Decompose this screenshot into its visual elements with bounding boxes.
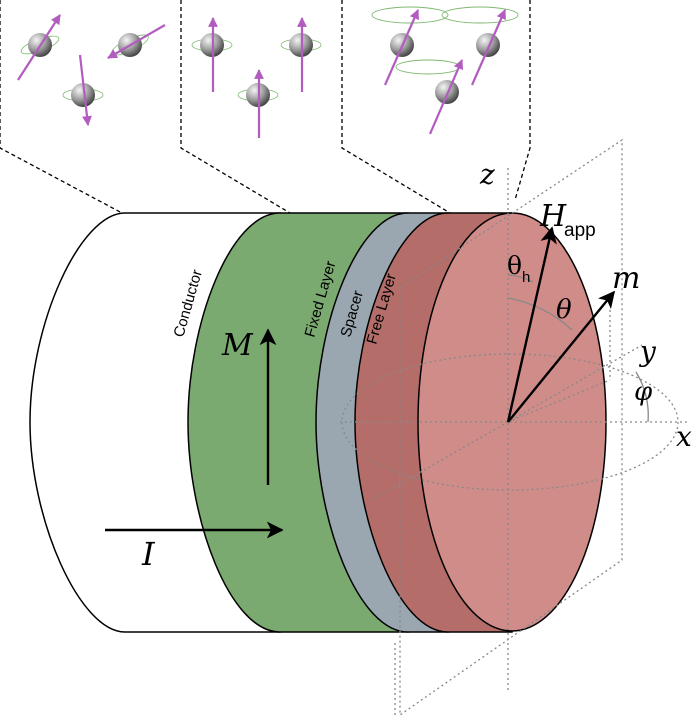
inset-panels [0,0,531,214]
inset-border-3 [341,0,451,214]
theta-h-subscript: h [522,269,530,286]
coordinate-frame [340,138,690,717]
phi-label: φ [634,377,653,407]
I-label: I [141,535,156,573]
m-label: m [612,261,640,296]
inset-aligned-spins [191,17,322,138]
y-axis [371,344,643,501]
vectors [105,226,616,539]
H-app-arrow [506,226,557,423]
theta-h-arc [507,274,534,283]
m-arrow [507,290,616,423]
inset-border-2 [180,0,291,214]
phi-arc [635,371,649,423]
y-label: y [638,335,657,368]
H-symbol: H [539,199,567,234]
x-label: x [676,420,692,453]
m-projection-base [507,379,611,423]
theta-arc [507,297,573,331]
vertical-plane-outline [399,138,623,717]
z-label: z [479,158,495,191]
H-subscript: app [564,220,596,241]
H-app-label: H app [539,199,596,241]
inset-border-1 [0,0,123,214]
spin-atom [17,14,61,81]
theta-h-label: θ h [507,251,530,286]
theta-label: θ [556,295,572,325]
spin-atom [191,17,233,92]
spin-atom [280,17,322,92]
spin-atom [237,69,279,138]
theta-h-symbol: θ [507,251,522,280]
spin-atom [395,59,464,135]
spin-atom [62,54,104,126]
xy-plane-ellipse [341,353,679,491]
spin-atom [107,24,166,59]
M-label: M [221,328,254,363]
inset-border-4 [514,0,531,201]
inset-random-spins [17,14,166,126]
spin-atom [441,6,519,86]
inset-precessing-spins [371,6,519,135]
spin-atom [371,6,449,86]
